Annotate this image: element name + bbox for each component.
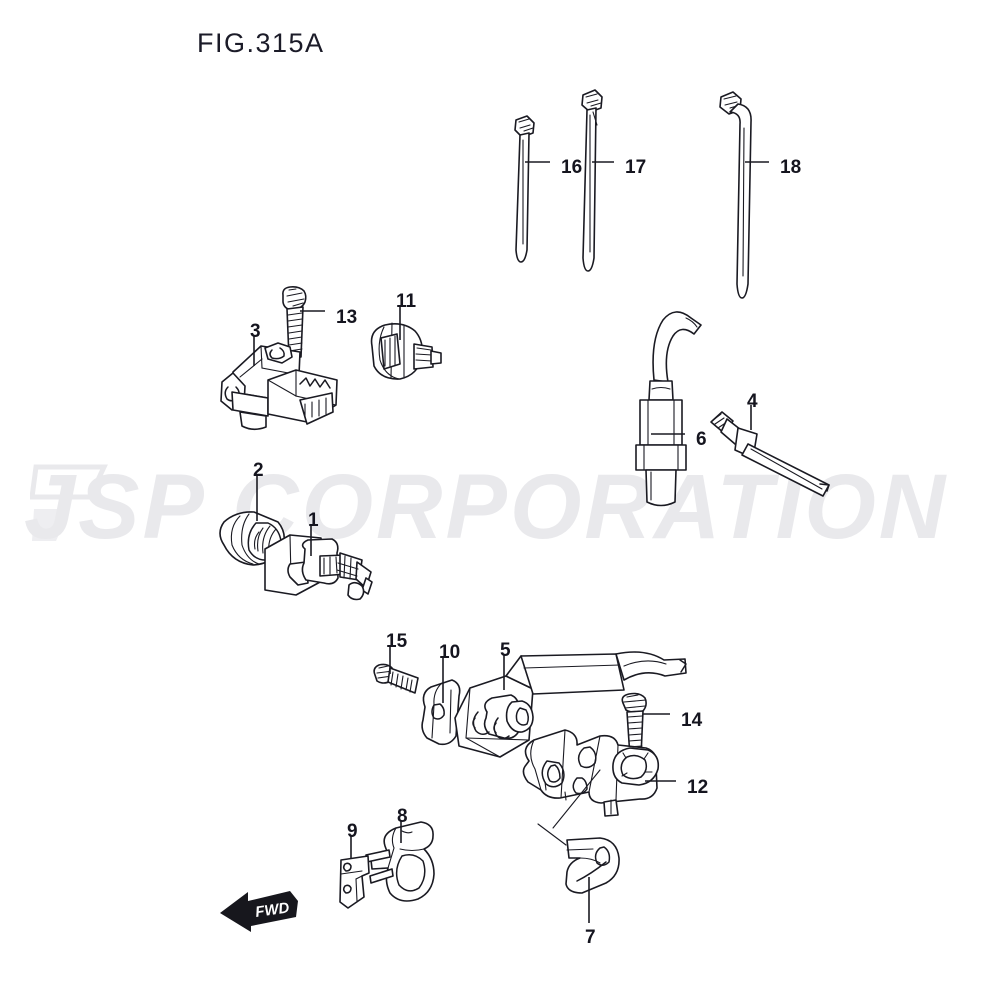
leader-lines xyxy=(253,161,769,923)
part-cable-tie-short xyxy=(514,115,535,263)
callout-12[interactable]: 12 xyxy=(687,777,709,798)
callout-16[interactable]: 16 xyxy=(561,157,583,178)
callout-4[interactable]: 4 xyxy=(747,391,758,412)
part-sensor-bolt xyxy=(373,663,419,694)
callout-14[interactable]: 14 xyxy=(681,710,703,731)
callout-13[interactable]: 13 xyxy=(336,307,358,328)
callout-8[interactable]: 8 xyxy=(397,806,408,827)
part-harness-clip xyxy=(339,855,370,909)
part-intake-air-temperature-sensor xyxy=(710,411,830,497)
callout-9[interactable]: 9 xyxy=(347,821,358,842)
callout-10[interactable]: 10 xyxy=(439,642,461,663)
part-intake-air-pressure-sensor xyxy=(220,342,338,431)
svg-text:FWD: FWD xyxy=(254,899,290,921)
callout-15[interactable]: 15 xyxy=(386,631,408,652)
part-sensor-stud-pin xyxy=(537,823,620,894)
part-harness-clamp xyxy=(365,821,435,902)
part-water-temperature-sensor xyxy=(264,534,373,601)
part-sensor-mounting-bolt xyxy=(282,286,307,359)
part-oxygen-sensor xyxy=(635,311,702,507)
callout-5[interactable]: 5 xyxy=(500,640,511,661)
part-crankshaft-position-sensor xyxy=(454,651,687,758)
part-sensor-bracket xyxy=(522,729,660,829)
callout-7[interactable]: 7 xyxy=(585,927,596,948)
callout-3[interactable]: 3 xyxy=(250,321,261,342)
callout-11[interactable]: 11 xyxy=(396,291,417,312)
callout-1[interactable]: 1 xyxy=(308,510,319,531)
part-bracket-bolt xyxy=(621,692,647,758)
part-cable-tie-medium xyxy=(581,89,603,272)
fwd-direction-icon: FWD xyxy=(220,891,298,932)
callout-2[interactable]: 2 xyxy=(253,460,264,481)
part-sensor-retainer-plate xyxy=(421,679,461,746)
callout-6[interactable]: 6 xyxy=(696,429,707,450)
callout-17[interactable]: 17 xyxy=(625,157,647,178)
part-oil-pressure-switch xyxy=(370,322,442,380)
part-cable-tie-long xyxy=(719,91,752,299)
figure-title: FIG.315A xyxy=(197,28,325,58)
callout-18[interactable]: 18 xyxy=(780,157,802,178)
